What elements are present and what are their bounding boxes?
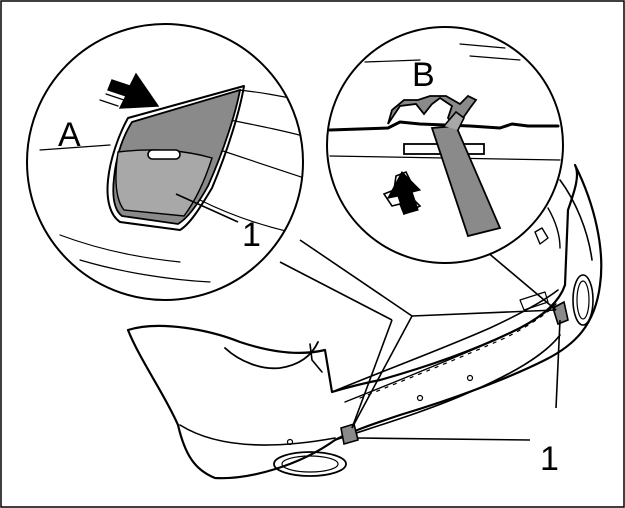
- detail-b-leader: [299, 239, 413, 317]
- detail-b-leader: [479, 245, 557, 311]
- detail-a-contour: [219, 149, 303, 181]
- bumper-right-crease: [547, 207, 561, 249]
- right-reflector-cover: [552, 300, 569, 326]
- detail-a-recess: [106, 85, 245, 231]
- bumper-right-contour: [559, 179, 593, 261]
- leader-lines: [279, 239, 561, 441]
- bumper-right-tab: [534, 227, 549, 245]
- detail-a-leader: [351, 319, 393, 429]
- bumper-top-flange: [331, 289, 559, 393]
- detail-b-leader: [351, 315, 413, 429]
- push-arrow-icon: [107, 72, 160, 109]
- detail-a-part-label: 1: [242, 216, 261, 254]
- part-1-right-leader: [555, 319, 561, 409]
- bumper-hole: [416, 394, 424, 402]
- push-arrow-motion: [105, 93, 125, 101]
- push-up-arrow-icon: [386, 171, 422, 215]
- detail-b-tab-hook: [443, 110, 466, 131]
- detail-b-contour: [364, 59, 421, 63]
- detail-b: B: [326, 26, 564, 264]
- right-exhaust-ring-inner: [576, 280, 590, 320]
- bumper-lower-edge: [179, 424, 336, 446]
- part-1-bottom-leader: [357, 437, 531, 441]
- detail-a: A 1: [26, 23, 304, 301]
- bumper-hole: [466, 374, 474, 382]
- detail-a-contour: [199, 199, 291, 233]
- detail-a-part-leader: [175, 193, 239, 223]
- bumper-lower-edge-right: [334, 334, 561, 441]
- detail-a-cover-slot: [147, 149, 181, 160]
- left-reflector-cover: [340, 422, 359, 446]
- detail-a-label: A: [58, 116, 81, 154]
- push-arrow-motion: [99, 99, 119, 107]
- left-exhaust-ring: [273, 451, 347, 477]
- bumper-hole: [286, 438, 294, 446]
- left-exhaust-ring-inner: [281, 455, 339, 473]
- part-1-bottom-label: 1: [540, 440, 559, 478]
- right-exhaust-ring: [572, 274, 594, 326]
- detail-a-contour: [39, 144, 111, 151]
- detail-b-leader: [411, 309, 557, 317]
- detail-a-contour: [79, 259, 211, 283]
- detail-b-label: B: [412, 56, 435, 94]
- detail-b-contour: [459, 43, 506, 49]
- detail-a-leader: [279, 261, 393, 321]
- detail-b-panel-line: [328, 120, 560, 132]
- bumper-top-flange-inner: [344, 303, 557, 403]
- bumper-left-tab: [309, 343, 323, 373]
- detail-a-contour: [59, 234, 181, 263]
- detail-b-contour: [469, 55, 521, 61]
- detail-a-contour: [229, 119, 303, 139]
- rear-bumper: [126, 163, 603, 480]
- bumper-clip-row: [359, 309, 551, 399]
